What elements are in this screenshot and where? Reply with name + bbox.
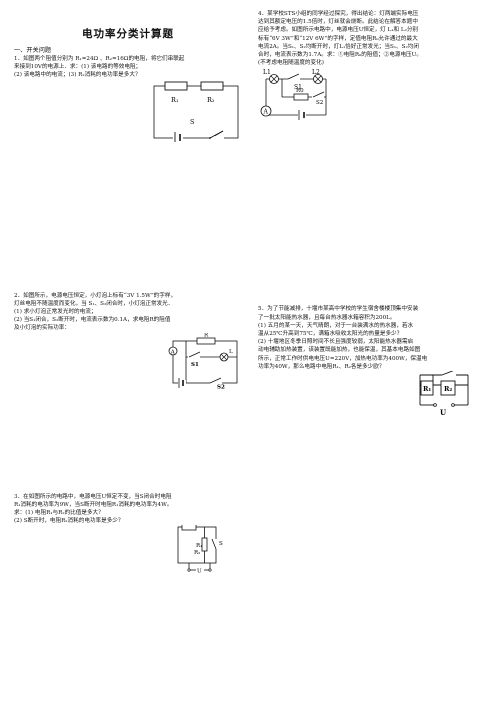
q3-label-s: S bbox=[219, 541, 223, 547]
question-2: 2．如图所示，电源电压恒定，小灯泡上标有“3V 1.5W”的字样， 灯丝电阻不随… bbox=[14, 292, 242, 389]
q4-ammeter bbox=[260, 106, 272, 117]
q5-label-r1: R₁ bbox=[423, 385, 431, 393]
q2-line-4: (2) 当S₁闭合，S₂断开时，电流表示数为0.1A，求电阻R的阻值 bbox=[14, 317, 171, 324]
q1-label-r2: R₂ bbox=[207, 96, 215, 104]
q1-label-s: S bbox=[190, 118, 194, 126]
question-4: 4．某学校STS小组的同学经过探究，得出结论：灯两端实际电压 达到其额定电压的1… bbox=[258, 10, 484, 127]
page-title: 电功率分类计算题 bbox=[82, 28, 174, 40]
q3-circuit-diagram: R₁ R₂ S U bbox=[177, 525, 223, 575]
q4-line-3: 应给予考虑。如图所示电路中，电源电压U恒定，灯 L₁和 L₂分别 bbox=[258, 27, 419, 34]
q4-label-s1: S1 bbox=[294, 84, 302, 91]
q4-label-a: A bbox=[263, 109, 269, 116]
q5-terminal-right bbox=[451, 403, 455, 407]
q3-label-r2: R₂ bbox=[194, 550, 200, 556]
q2-line-2: 灯丝电阻不随温度而变化，当 S₁、S₂闭合时，小灯泡正常发光． bbox=[14, 300, 174, 307]
question-5: 5．为了节能减排，十堰市某高中学校的学生宿舍楼楼顶集中安装 了一批太阳能热水器，… bbox=[258, 305, 484, 421]
q3-resistor-r2 bbox=[201, 538, 208, 552]
q3-label-r1: R₁ bbox=[196, 543, 202, 549]
q5-line-5: (2) 十堰地区冬季日照时间不长且强度较弱，太阳能热水器需启 bbox=[258, 339, 414, 346]
q2-ammeter bbox=[168, 346, 178, 356]
q1-line-3: (2) 该电路中的电流；(3) R₂消耗的电功率是多大？ bbox=[14, 72, 141, 79]
q3-label-u: U bbox=[197, 569, 202, 575]
q5-label-r2: R₂ bbox=[444, 385, 452, 393]
q5-label-u: U bbox=[440, 408, 446, 417]
q4-line-5: 电流2A。当S₁、S₂均断开时，灯L₁恰好正常发光；当S₁、S₂均闭 bbox=[258, 43, 419, 50]
q5-line-3: (1) 五月的某一天，天气晴朗，对于一台装满水的热水器，若水 bbox=[258, 322, 414, 329]
question-1: 1．如图两个阻值分别为 R₁=24Ω 、R₂=16Ω的电阻，将它们串联起 来接到… bbox=[14, 55, 242, 142]
q2-circuit-diagram: A R L S1 bbox=[168, 333, 238, 389]
q5-line-6: 动电辅助加热装置，该装置既能加热，也能保温，其基本电路如图 bbox=[258, 347, 421, 354]
q4-label-l2: L2 bbox=[312, 69, 320, 76]
q4-label-s2: S2 bbox=[316, 100, 323, 106]
q2-line-3: (1) 求小灯泡正常发光时的电流； bbox=[14, 309, 97, 316]
q5-line-7: 所示，正常工作时供电电压U=220V，加热电功率为400W，保温电 bbox=[258, 355, 428, 362]
q2-label-s2: S2 bbox=[217, 384, 225, 389]
q3-terminal-right bbox=[208, 568, 212, 572]
q5-line-8: 功率为40W，那么电路中电阻R₁、R₂各是多少欧？ bbox=[258, 363, 385, 370]
q5-line-2: 了一批太阳能热水器，且每台热水器水箱容积为200L。 bbox=[258, 314, 396, 321]
q2-label-a: A bbox=[170, 349, 176, 355]
q3-terminal-left bbox=[187, 568, 191, 572]
q4-circuit-diagram: L1 L2 S1 R0 bbox=[260, 69, 327, 121]
q4-label-r0: R0 bbox=[296, 88, 304, 94]
q4-label-l1: L1 bbox=[263, 69, 271, 76]
q3-line-2: R₁消耗的电功率为9W，当S断开时电阻R₁消耗的电功率为4W。 bbox=[14, 501, 173, 508]
q3-line-3: 求：(1) 电阻R₁与R₂的比值是多大？ bbox=[14, 510, 104, 517]
q1-line-2: 来接到10V的电源上．求：(1) 该电路的等效电阻； bbox=[14, 64, 142, 71]
q5-circuit-diagram: K R₁ R₂ U bbox=[419, 371, 469, 417]
q4-line-4: 标有“6V 3W”和“12V 6W”的字样，定值电阻R₀允许通过的最大 bbox=[258, 35, 418, 42]
q1-resistor-r2 bbox=[200, 81, 224, 91]
q3-line-4: (2) S断开时，电阻R₂消耗的电功率是多少？ bbox=[14, 518, 124, 525]
q3-resistor-r1 bbox=[181, 525, 197, 531]
q5-terminal-left bbox=[433, 403, 437, 407]
q2-line-1: 2．如图所示，电源电压恒定，小灯泡上标有“3V 1.5W”的字样， bbox=[14, 292, 177, 299]
q5-resistor-r1 bbox=[420, 380, 434, 396]
q5-line-1: 5．为了节能减排，十堰市某高中学校的学生宿舍楼楼顶集中安装 bbox=[258, 306, 419, 313]
q3-line-1: 3．在如图所示的电路中，电源电压U恒定不变，当S闭合时电阻 bbox=[14, 493, 172, 500]
q2-label-l: L bbox=[229, 349, 233, 355]
q4-line-7: (不考虑电阻随温度的变化) bbox=[258, 60, 324, 67]
left-column: 电功率分类计算题 一、开关问题 1．如图两个阻值分别为 R₁=24Ω 、R₂=1… bbox=[14, 24, 242, 575]
q4-line-6: 合时，电流表示数为1.7A。求：①电阻R₀的阻值；②电源电压U。 bbox=[258, 52, 422, 59]
q1-line-1: 1．如图两个阻值分别为 R₁=24Ω 、R₂=16Ω的电阻，将它们串联起 bbox=[14, 56, 185, 62]
q1-circuit-diagram: R₁ R₂ S bbox=[153, 81, 239, 142]
q4-resistor-r0 bbox=[293, 94, 309, 101]
q4-line-2: 达到其额定电压的1.5倍时，灯丝就会烧断。此结论在解答本题中 bbox=[258, 19, 418, 26]
section-heading-switch: 一、开关问题 bbox=[14, 47, 52, 54]
q2-resistor-r bbox=[196, 337, 216, 345]
q5-line-4: 温从25℃升高到75℃，满箱水吸收太阳光的热量是多少？ bbox=[258, 331, 403, 338]
q1-label-r1: R₁ bbox=[171, 96, 179, 104]
q2-label-s1: S1 bbox=[191, 362, 199, 368]
right-column: 4．某学校STS小组的同学经过探究，得出结论：灯两端实际电压 达到其额定电压的1… bbox=[258, 10, 484, 421]
q2-line-5: 及小灯泡的实际功率： bbox=[14, 325, 70, 332]
question-3: 3．在如图所示的电路中，电源电压U恒定不变，当S闭合时电阻 R₁消耗的电功率为9… bbox=[14, 493, 242, 576]
q5-resistor-r2 bbox=[440, 380, 456, 396]
q1-resistor-r1 bbox=[164, 81, 188, 91]
q2-label-r: R bbox=[204, 333, 209, 339]
q4-line-1: 4．某学校STS小组的同学经过探究，得出结论：灯两端实际电压 bbox=[258, 11, 419, 17]
